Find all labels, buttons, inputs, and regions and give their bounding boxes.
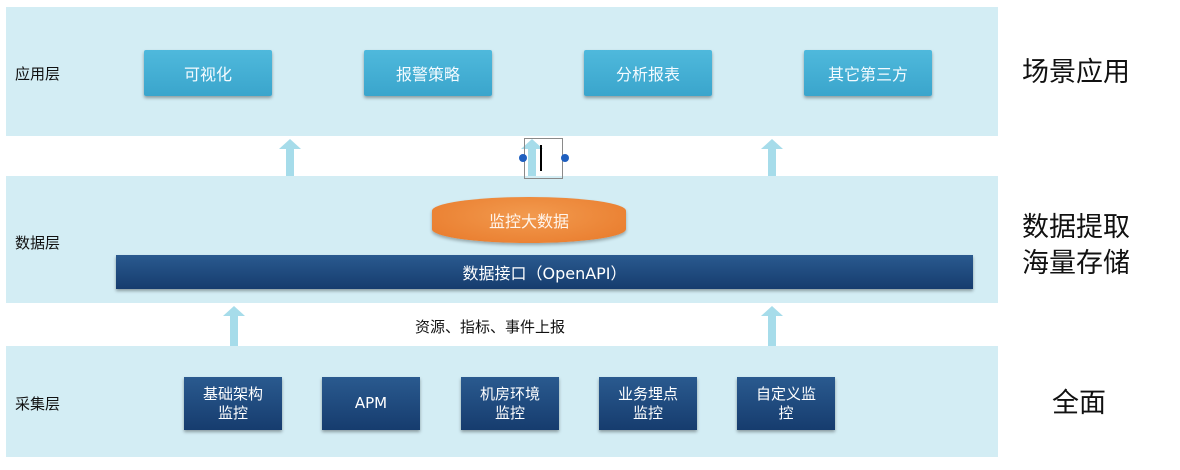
report-label: 资源、指标、事件上报: [415, 318, 566, 336]
up-arrow-icon: [223, 306, 245, 346]
application-layer-label: 应用层: [15, 65, 61, 83]
collect-item-custom[interactable]: 自定义监 控: [737, 377, 835, 430]
up-arrow-icon: [279, 139, 301, 176]
text-caret: [540, 145, 542, 171]
app-item-third-party[interactable]: 其它第三方: [804, 50, 932, 96]
app-item-visualization[interactable]: 可视化: [144, 50, 272, 96]
collect-item-apm[interactable]: APM: [322, 377, 420, 430]
text-selection-box[interactable]: [524, 138, 563, 179]
collect-item-business-tracking[interactable]: 业务埋点 监控: [599, 377, 697, 430]
collection-layer-label: 采集层: [15, 395, 61, 413]
collect-item-infrastructure[interactable]: 基础架构 监控: [184, 377, 282, 430]
side-text-data-extract: 数据提取: [1022, 212, 1130, 243]
selection-handle-left[interactable]: [519, 154, 527, 162]
openapi-bar[interactable]: 数据接口（OpenAPI）: [116, 255, 973, 289]
app-item-analysis-report[interactable]: 分析报表: [584, 50, 712, 96]
data-layer-label: 数据层: [15, 234, 61, 252]
up-arrow-icon: [521, 139, 543, 176]
selection-handle-right[interactable]: [561, 154, 569, 162]
side-text-massive-storage: 海量存储: [1022, 248, 1130, 279]
side-text-comprehensive: 全面: [1052, 388, 1106, 419]
up-arrow-icon: [761, 139, 783, 176]
monitoring-big-data[interactable]: 监控大数据: [432, 197, 626, 243]
app-item-alert-policy[interactable]: 报警策略: [364, 50, 492, 96]
side-text-scenario: 场景应用: [1022, 57, 1130, 88]
up-arrow-icon: [761, 306, 783, 346]
collect-item-datacenter[interactable]: 机房环境 监控: [461, 377, 559, 430]
